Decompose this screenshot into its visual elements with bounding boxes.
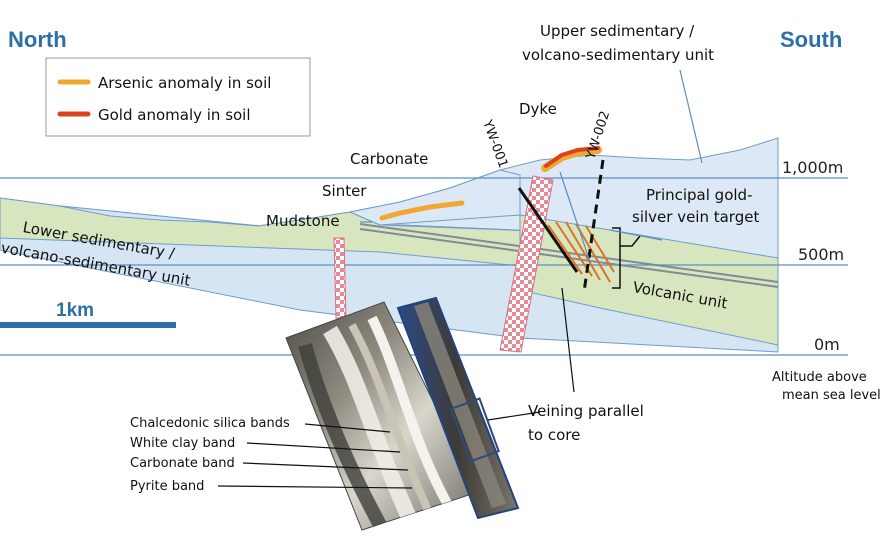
core-photo-box bbox=[396, 296, 520, 520]
dyke-small bbox=[333, 237, 347, 319]
mudstone-label: Mudstone bbox=[266, 212, 340, 230]
drillhole-yw002 bbox=[582, 159, 605, 293]
drillhole-yw002-label: YW-002 bbox=[583, 109, 613, 162]
target-label-line2: silver vein target bbox=[632, 208, 759, 226]
upper-terrain-lobe bbox=[348, 169, 521, 226]
elevation-500-label: 500m bbox=[798, 245, 844, 264]
core-callout-lines bbox=[217, 287, 575, 489]
drillhole-yw001-label: YW-001 bbox=[479, 117, 510, 170]
core-clay-label: White clay band bbox=[130, 436, 235, 451]
target-bracket bbox=[612, 227, 641, 289]
dyke-label: Dyke bbox=[519, 100, 557, 118]
core-photo-main bbox=[285, 301, 479, 531]
carbonate-label: Carbonate bbox=[350, 150, 428, 168]
altitude-note-line1: Altitude above bbox=[772, 370, 867, 385]
south-label: South bbox=[780, 27, 842, 52]
veining-label-line1: Veining parallel bbox=[528, 402, 644, 420]
scale-bar-label: 1km bbox=[56, 300, 94, 321]
legend-arsenic-label: Arsenic anomaly in soil bbox=[98, 74, 271, 92]
core-pyrite-label: Pyrite band bbox=[130, 479, 204, 494]
upper-unit-label-line2: volcano-sedimentary unit bbox=[522, 46, 714, 64]
gold-silver-veins bbox=[547, 221, 615, 283]
elevation-0-label: 0m bbox=[814, 335, 840, 354]
scale-bar bbox=[0, 322, 176, 328]
target-label-line1: Principal gold- bbox=[646, 186, 753, 204]
callout-lines bbox=[360, 69, 703, 263]
gold-anomaly-hill bbox=[544, 146, 600, 168]
arsenic-anomaly-segment bbox=[379, 200, 465, 221]
core-carbonate-label: Carbonate band bbox=[130, 456, 235, 471]
core-chalcedonic-label: Chalcedonic silica bands bbox=[130, 416, 290, 431]
sinter-label: Sinter bbox=[322, 182, 367, 200]
mudstone-bed-line-1 bbox=[359, 223, 779, 283]
upper-unit-label-line1: Upper sedimentary / bbox=[540, 22, 695, 40]
altitude-note-line2: mean sea level bbox=[782, 388, 880, 403]
drillhole-yw001 bbox=[517, 187, 579, 273]
elevation-1000-label: 1,000m bbox=[782, 158, 843, 177]
legend-box bbox=[45, 57, 311, 137]
veining-label-line2: to core bbox=[528, 426, 580, 444]
north-label: North bbox=[8, 27, 67, 52]
legend-gold-label: Gold anomaly in soil bbox=[98, 106, 251, 124]
